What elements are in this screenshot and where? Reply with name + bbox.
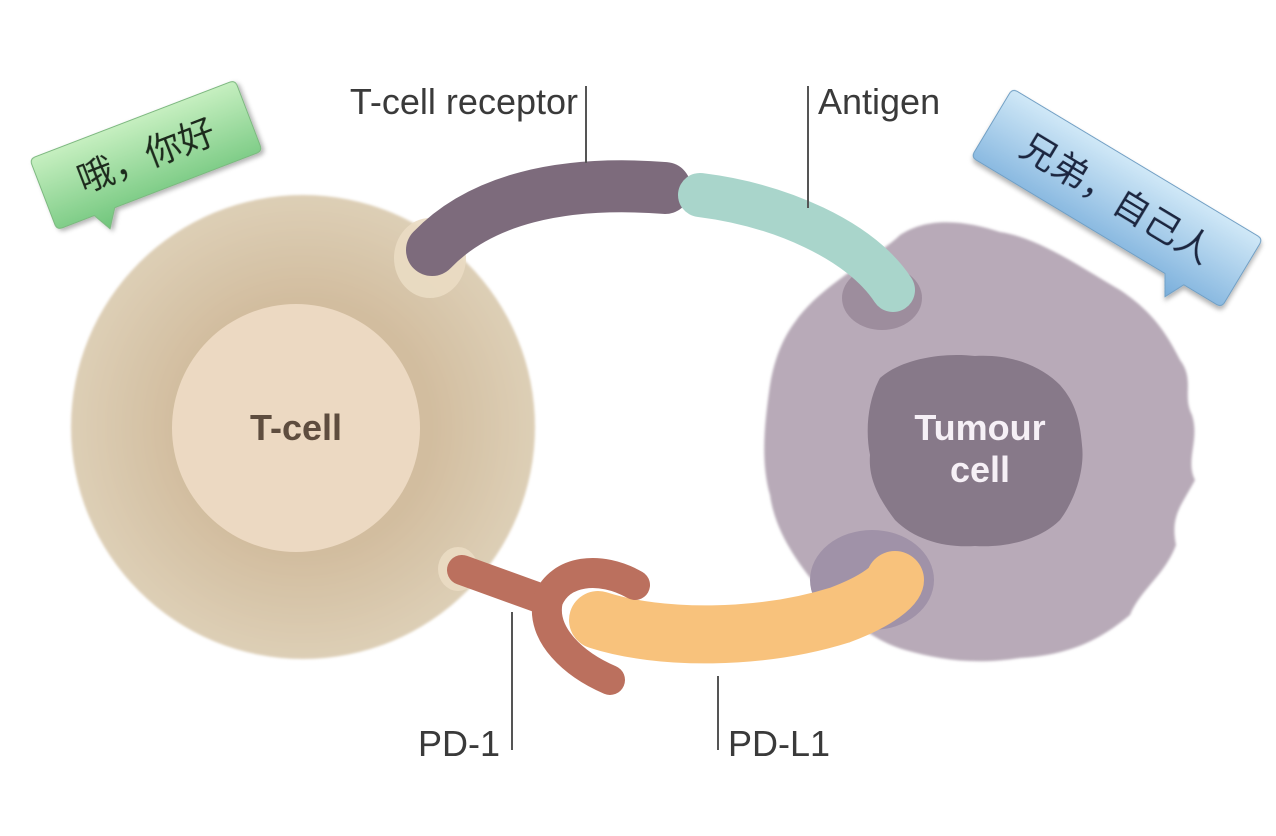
antigen-label: Antigen xyxy=(818,81,940,122)
label-pdl1: PD-L1 xyxy=(717,676,830,764)
speech-bubble-right-shape xyxy=(972,89,1262,307)
antigen-molecule xyxy=(678,173,915,312)
pd1-label: PD-1 xyxy=(418,723,500,764)
tumour-cell-label-line2: cell xyxy=(950,449,1010,490)
pdl1-molecule xyxy=(569,551,924,664)
t-cell: T-cell xyxy=(71,195,535,659)
speech-bubble-left: 哦，你好 xyxy=(30,81,262,230)
tumour-cell-nucleus xyxy=(867,354,1083,547)
pd1-molecule xyxy=(447,555,650,695)
speech-bubble-left-shape xyxy=(30,81,262,230)
label-pd1: PD-1 xyxy=(418,612,513,764)
t-cell-nucleus xyxy=(172,304,420,552)
t-cell-receptor-molecule xyxy=(406,160,691,276)
t-cell-receptor-label: T-cell receptor xyxy=(350,81,578,122)
label-t-cell-receptor: T-cell receptor xyxy=(350,81,587,163)
tumour-cell-label-line1: Tumour xyxy=(914,407,1045,448)
t-cell-label: T-cell xyxy=(250,407,342,448)
label-antigen: Antigen xyxy=(807,81,940,208)
pdl1-label: PD-L1 xyxy=(728,723,830,764)
